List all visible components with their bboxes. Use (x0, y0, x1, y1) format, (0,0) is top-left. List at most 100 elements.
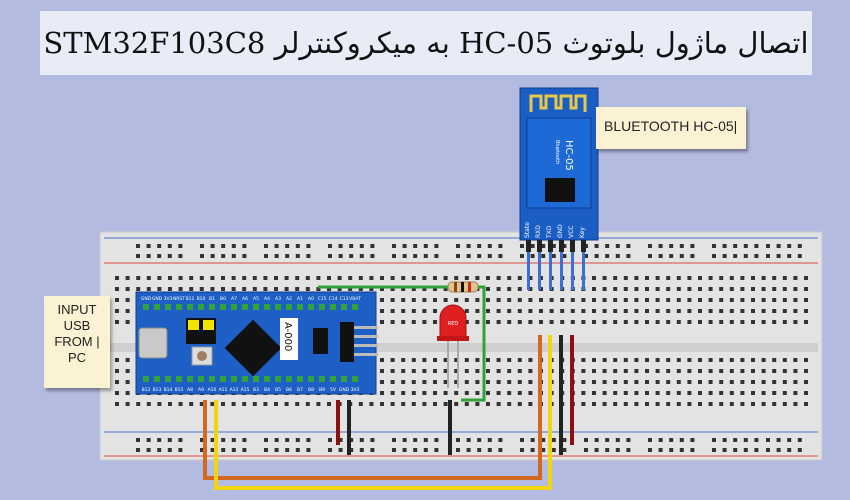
usb-port (138, 327, 168, 359)
stm32-bottom-pin-label: B15 (175, 387, 184, 393)
usb-note: INPUT USB FROM | PC (44, 296, 110, 388)
stm32-top-pin-label: A6 (242, 296, 248, 302)
wire-green-led (461, 285, 486, 402)
stm32-bottom-pin (264, 376, 270, 382)
swd-pin (354, 353, 378, 356)
stm32-bottom-pin (154, 376, 160, 382)
stm32-top-pin (220, 304, 226, 310)
stm32-bottom-pin-label: 5V (330, 387, 337, 393)
swd-pin (354, 335, 378, 338)
stm32-bottom-pin (330, 376, 336, 382)
hc05-pin-label: GND (557, 224, 564, 238)
antenna-trace (529, 94, 587, 112)
stm32-bottom-pin (352, 376, 358, 382)
stm32-top-pin (176, 304, 182, 310)
stm32-bottom-pin-label: B8 (308, 387, 314, 393)
stm32-top-pin (165, 304, 171, 310)
swd-header (340, 322, 354, 362)
stm32-top-pin-label: C14 (329, 296, 338, 302)
stm32-bottom-pin-label: A12 (230, 387, 239, 393)
stm32-bottom-pin (242, 376, 248, 382)
stm32-top-pin (154, 304, 160, 310)
regulator (313, 328, 328, 354)
hc05-pin-label: TXD (546, 225, 553, 239)
stm32-bottom-pin-label: B13 (153, 387, 162, 393)
stm32-bottom-pin-label: B6 (286, 387, 292, 393)
stm32-bottom-pin-label: B7 (297, 387, 303, 393)
stm32-top-pin-label: A5 (253, 296, 259, 302)
stm32-top-pin (319, 304, 325, 310)
stm32-top-pin (308, 304, 314, 310)
stm32-top-pin (286, 304, 292, 310)
stm32-bottom-pin-label: A11 (219, 387, 228, 393)
stm32-bottom-pin (253, 376, 259, 382)
hc05-pin-header (570, 240, 575, 252)
stm32-bottom-pin (319, 376, 325, 382)
hc05-pin-label: RXD (535, 225, 542, 238)
red-led: RED (437, 304, 469, 388)
hc05-chip (545, 178, 575, 202)
stm32-bottom-pin-label: B9 (319, 387, 325, 393)
stm32-bottom-pin (187, 376, 193, 382)
stm32-bottom-pin (341, 376, 347, 382)
stm32-top-pin (341, 304, 347, 310)
stm32-bottom-pin (286, 376, 292, 382)
stm32-bottom-pin-label: B4 (264, 387, 270, 393)
stm32-bottom-pin-label: 3V3 (351, 387, 360, 393)
stm32-bottom-pin-label: B12 (142, 387, 151, 393)
usb-note-line-2: USB (63, 318, 91, 333)
stm32-top-pin-label: 3V3 (164, 296, 173, 302)
stm32-bottom-pin (220, 376, 226, 382)
hc05-pin-label: Key (579, 227, 586, 238)
breadboard-channel (104, 343, 818, 352)
stm32-top-pin-label: B0 (220, 296, 226, 302)
stm32-top-pin-label: A3 (275, 296, 281, 302)
stm32-top-pin-label: A0 (308, 296, 314, 302)
stm32-top-pin (198, 304, 204, 310)
stm32-bottom-pin-label: A10 (208, 387, 217, 393)
swd-pin (354, 326, 378, 329)
stm32-bottom-pin (165, 376, 171, 382)
stm32-top-pin-label: C13 (340, 296, 349, 302)
stm32-top-pin (143, 304, 149, 310)
stm32-top-pin-label: GND (152, 296, 163, 302)
stm32-top-pin-label: B10 (197, 296, 206, 302)
hc05-pin-header (526, 240, 531, 252)
stm32-top-pin-label: B11 (186, 296, 195, 302)
resistor (447, 281, 479, 293)
hc05-pin-label: State (524, 222, 531, 238)
bluetooth-note: BLUETOOTH HC-05| (596, 107, 746, 149)
stm32-top-pin-label: GND (141, 296, 152, 302)
stm32-top-pin (297, 304, 303, 310)
stm32-bottom-pin (297, 376, 303, 382)
page-title: اتصال ماژول بلوتوث HC-05 به میکروکنترلر … (43, 26, 809, 60)
stm32-top-pin-label: A2 (286, 296, 292, 302)
stm32-top-pin (264, 304, 270, 310)
stm32-top-pin (209, 304, 215, 310)
hc05-pin-header (537, 240, 542, 252)
chip-label: A-000 (282, 322, 293, 351)
stm32-bottom-pin (198, 376, 204, 382)
stm32-top-pin-label: A4 (264, 296, 270, 302)
stm32-bottom-pin (308, 376, 314, 382)
stm32-bottom-pin-label: A9 (198, 387, 204, 393)
stm32-top-pin-label: A7 (231, 296, 237, 302)
stm32-bottom-pin (231, 376, 237, 382)
hc05-pin-header (559, 240, 564, 252)
hc05-pin-header (581, 240, 586, 252)
hc05-pin-label: VCC (568, 226, 575, 238)
stm32-bottom-pin-label: A8 (187, 387, 193, 393)
bluetooth-note-text: BLUETOOTH HC-05 (604, 118, 734, 134)
stm32-top-pin-label: C15 (318, 296, 327, 302)
wire-orange (203, 335, 542, 480)
usb-note-line-4: PC (67, 350, 87, 365)
stm32-bottom-pin-label: GND (339, 387, 350, 393)
stm32-bottom-pin-label: A15 (241, 387, 250, 393)
stm32-top-pin (275, 304, 281, 310)
stm32-top-pin (330, 304, 336, 310)
usb-note-line-1: INPUT (57, 302, 97, 317)
stm32-top-pin-label: NRST (173, 296, 185, 302)
led-label: RED (448, 321, 459, 327)
